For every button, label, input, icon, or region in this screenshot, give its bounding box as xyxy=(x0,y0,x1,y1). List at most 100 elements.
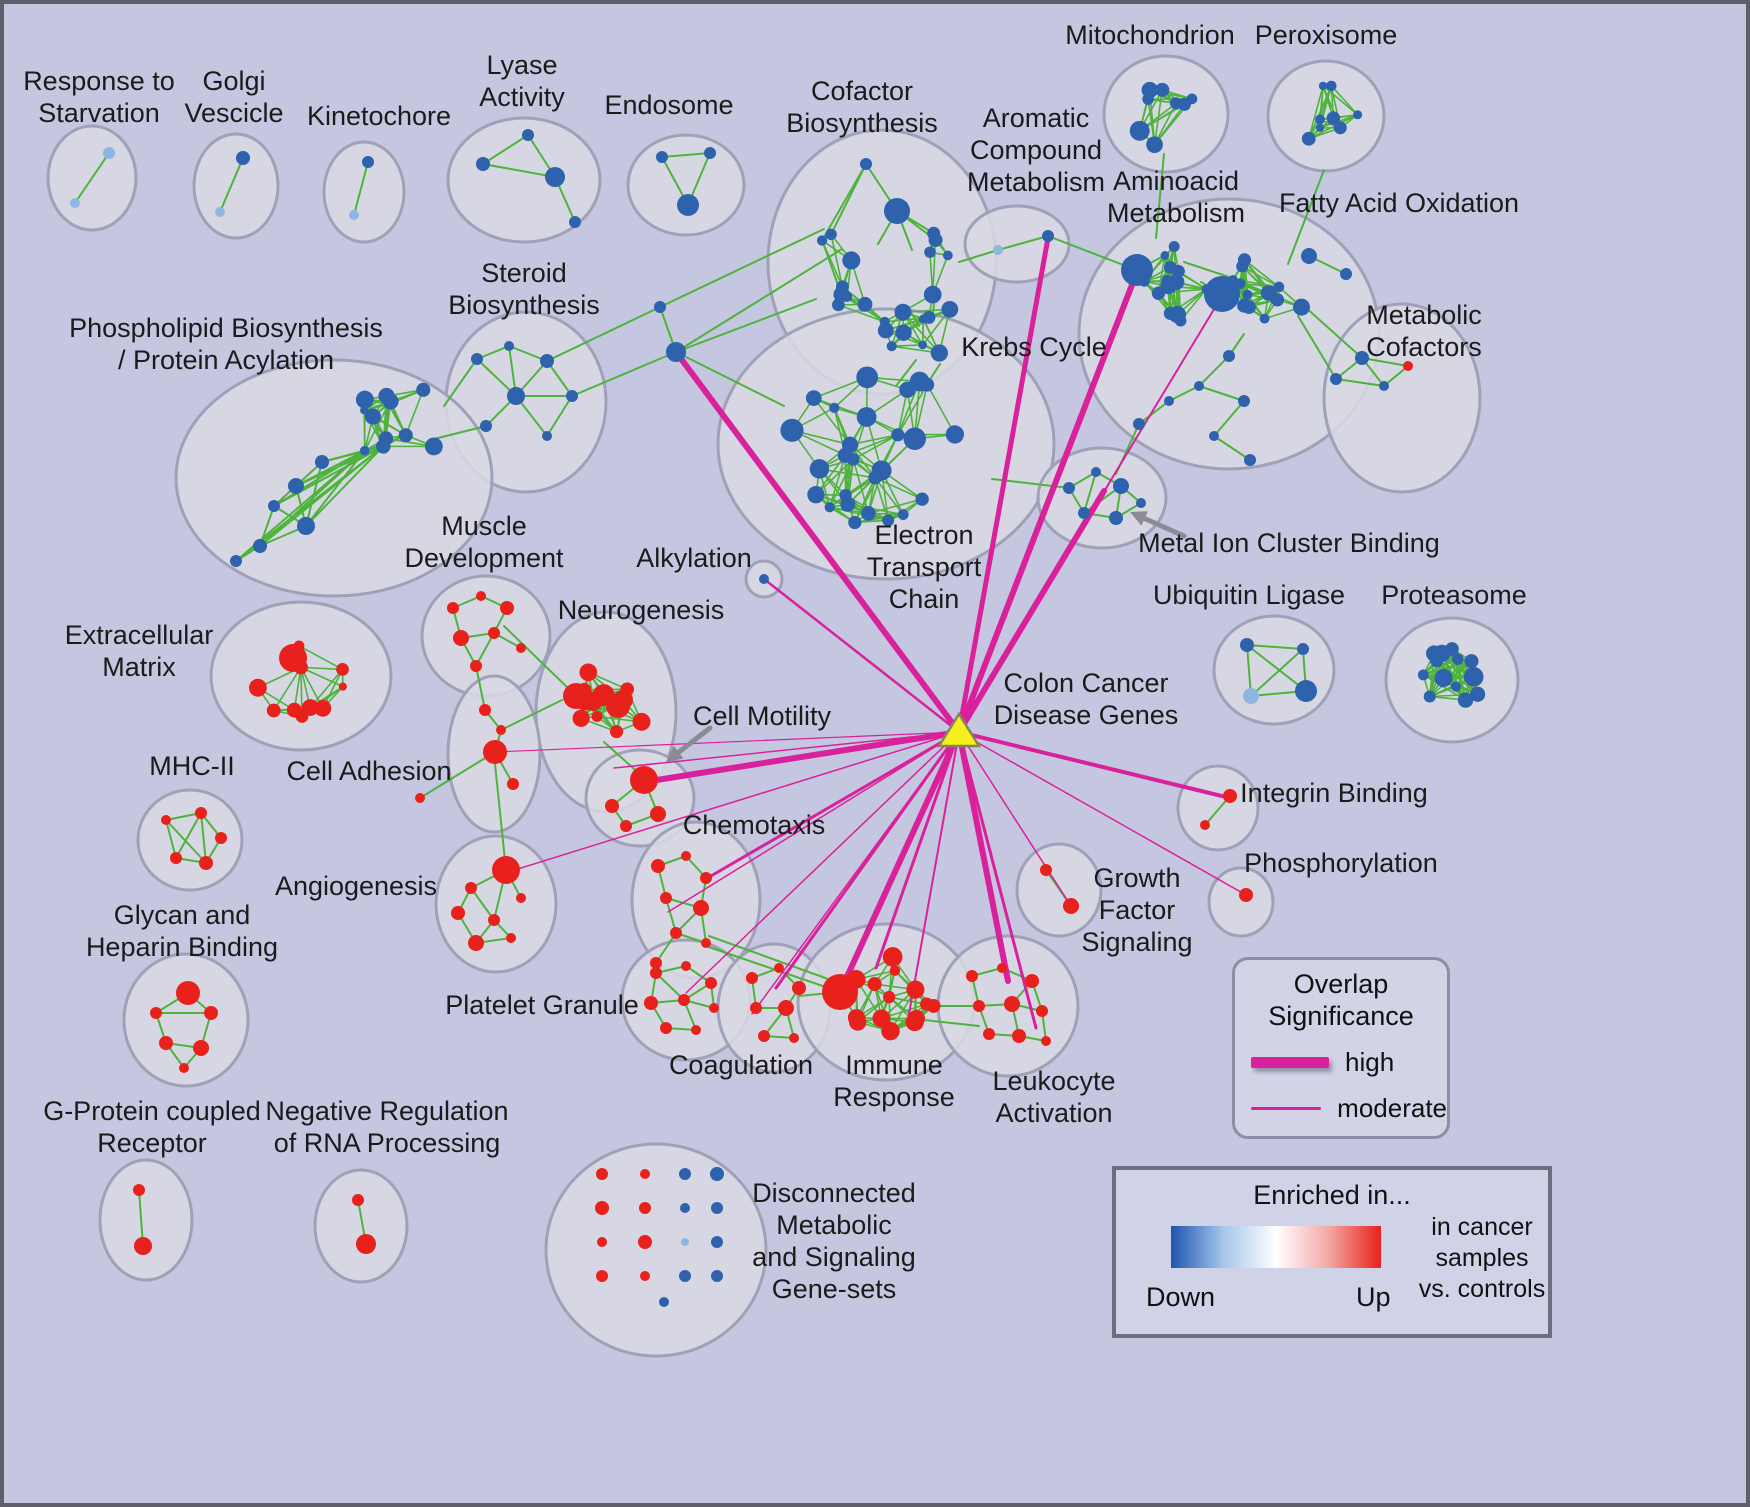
gene-set-node[interactable] xyxy=(103,147,115,159)
gene-set-node[interactable] xyxy=(1239,888,1253,902)
gene-set-node[interactable] xyxy=(1318,81,1328,91)
gene-set-node[interactable] xyxy=(701,938,711,948)
gene-set-node[interactable] xyxy=(746,972,758,984)
gene-set-node[interactable] xyxy=(679,1270,691,1282)
gene-set-node[interactable] xyxy=(288,478,304,494)
gene-set-node[interactable] xyxy=(1295,680,1317,702)
gene-set-node[interactable] xyxy=(471,353,483,365)
gene-set-node[interactable] xyxy=(915,492,929,506)
gene-set-node[interactable] xyxy=(1326,111,1341,125)
gene-set-node[interactable] xyxy=(1463,667,1484,687)
gene-set-node[interactable] xyxy=(1326,80,1337,92)
gene-set-node[interactable] xyxy=(833,286,849,303)
gene-set-node[interactable] xyxy=(640,1169,650,1179)
gene-set-node[interactable] xyxy=(1273,281,1285,293)
gene-set-node[interactable] xyxy=(507,387,525,405)
gene-set-node[interactable] xyxy=(453,630,469,646)
gene-set-node[interactable] xyxy=(973,1000,985,1012)
gene-set-node[interactable] xyxy=(476,157,490,171)
gene-set-node[interactable] xyxy=(906,980,925,999)
gene-set-node[interactable] xyxy=(983,1028,995,1040)
gene-set-node[interactable] xyxy=(650,957,662,969)
gene-set-node[interactable] xyxy=(807,486,825,504)
gene-set-node[interactable] xyxy=(670,927,682,939)
gene-set-node[interactable] xyxy=(897,509,909,520)
gene-set-node[interactable] xyxy=(1445,642,1459,656)
gene-set-node[interactable] xyxy=(841,436,859,453)
gene-set-node[interactable] xyxy=(572,709,590,727)
gene-set-node[interactable] xyxy=(886,341,897,352)
gene-set-node[interactable] xyxy=(338,682,347,691)
gene-set-node[interactable] xyxy=(700,872,712,884)
gene-set-node[interactable] xyxy=(315,455,329,469)
gene-set-node[interactable] xyxy=(620,820,632,832)
gene-set-node[interactable] xyxy=(451,906,465,920)
gene-set-node[interactable] xyxy=(253,539,267,553)
gene-set-node[interactable] xyxy=(465,882,477,894)
gene-set-node[interactable] xyxy=(1242,289,1253,300)
gene-set-node[interactable] xyxy=(816,235,828,246)
gene-set-node[interactable] xyxy=(1301,248,1317,264)
gene-set-node[interactable] xyxy=(1194,381,1204,391)
gene-set-node[interactable] xyxy=(507,778,519,790)
gene-set-node[interactable] xyxy=(522,129,534,141)
gene-set-node[interactable] xyxy=(656,151,668,163)
gene-set-node[interactable] xyxy=(856,366,879,389)
gene-set-node[interactable] xyxy=(1146,136,1163,154)
gene-set-node[interactable] xyxy=(1168,241,1180,253)
gene-set-node[interactable] xyxy=(632,712,651,731)
gene-set-node[interactable] xyxy=(993,245,1003,255)
gene-set-node[interactable] xyxy=(1121,254,1153,286)
gene-set-node[interactable] xyxy=(1423,690,1436,703)
gene-set-node[interactable] xyxy=(268,500,280,512)
gene-set-node[interactable] xyxy=(1091,467,1101,477)
gene-set-node[interactable] xyxy=(792,981,806,995)
gene-set-node[interactable] xyxy=(1163,306,1178,320)
gene-set-node[interactable] xyxy=(134,1237,152,1255)
gene-set-node[interactable] xyxy=(829,402,840,413)
gene-set-node[interactable] xyxy=(1379,381,1389,391)
gene-set-node[interactable] xyxy=(204,1006,218,1020)
gene-set-node[interactable] xyxy=(882,990,896,1004)
gene-set-node[interactable] xyxy=(1113,478,1129,494)
gene-set-node[interactable] xyxy=(1430,653,1444,668)
gene-set-node[interactable] xyxy=(483,740,507,764)
gene-set-node[interactable] xyxy=(926,998,941,1013)
gene-set-node[interactable] xyxy=(1109,511,1123,525)
gene-set-node[interactable] xyxy=(681,851,691,861)
gene-set-node[interactable] xyxy=(596,1168,608,1180)
gene-set-node[interactable] xyxy=(856,407,877,427)
gene-set-node[interactable] xyxy=(215,832,227,844)
gene-set-node[interactable] xyxy=(705,977,717,989)
gene-set-node[interactable] xyxy=(882,514,895,527)
gene-set-node[interactable] xyxy=(504,341,514,351)
gene-set-node[interactable] xyxy=(923,285,942,304)
disease-genes-hub-triangle[interactable] xyxy=(936,711,982,748)
gene-set-node[interactable] xyxy=(1316,123,1325,132)
gene-set-node[interactable] xyxy=(468,935,484,951)
gene-set-node[interactable] xyxy=(884,198,910,224)
gene-set-node[interactable] xyxy=(903,427,926,451)
gene-set-node[interactable] xyxy=(488,627,500,639)
gene-set-node[interactable] xyxy=(506,933,516,943)
gene-set-node[interactable] xyxy=(516,893,526,903)
gene-set-node[interactable] xyxy=(516,643,526,653)
gene-set-node[interactable] xyxy=(1240,638,1254,652)
gene-set-node[interactable] xyxy=(563,683,589,709)
gene-set-node[interactable] xyxy=(861,506,876,521)
gene-set-node[interactable] xyxy=(492,856,520,884)
gene-set-node[interactable] xyxy=(758,1030,770,1042)
gene-set-node[interactable] xyxy=(678,994,690,1006)
gene-set-node[interactable] xyxy=(778,1000,794,1016)
gene-set-node[interactable] xyxy=(894,303,912,321)
gene-set-node[interactable] xyxy=(1340,268,1352,280)
gene-set-node[interactable] xyxy=(651,859,665,873)
gene-set-node[interactable] xyxy=(1293,298,1310,316)
gene-set-node[interactable] xyxy=(930,344,948,362)
gene-set-node[interactable] xyxy=(638,1235,652,1249)
gene-set-node[interactable] xyxy=(595,1201,609,1215)
gene-set-node[interactable] xyxy=(1457,692,1474,708)
gene-set-node[interactable] xyxy=(1142,93,1154,105)
gene-set-node[interactable] xyxy=(1063,898,1079,914)
gene-set-node[interactable] xyxy=(891,428,905,442)
